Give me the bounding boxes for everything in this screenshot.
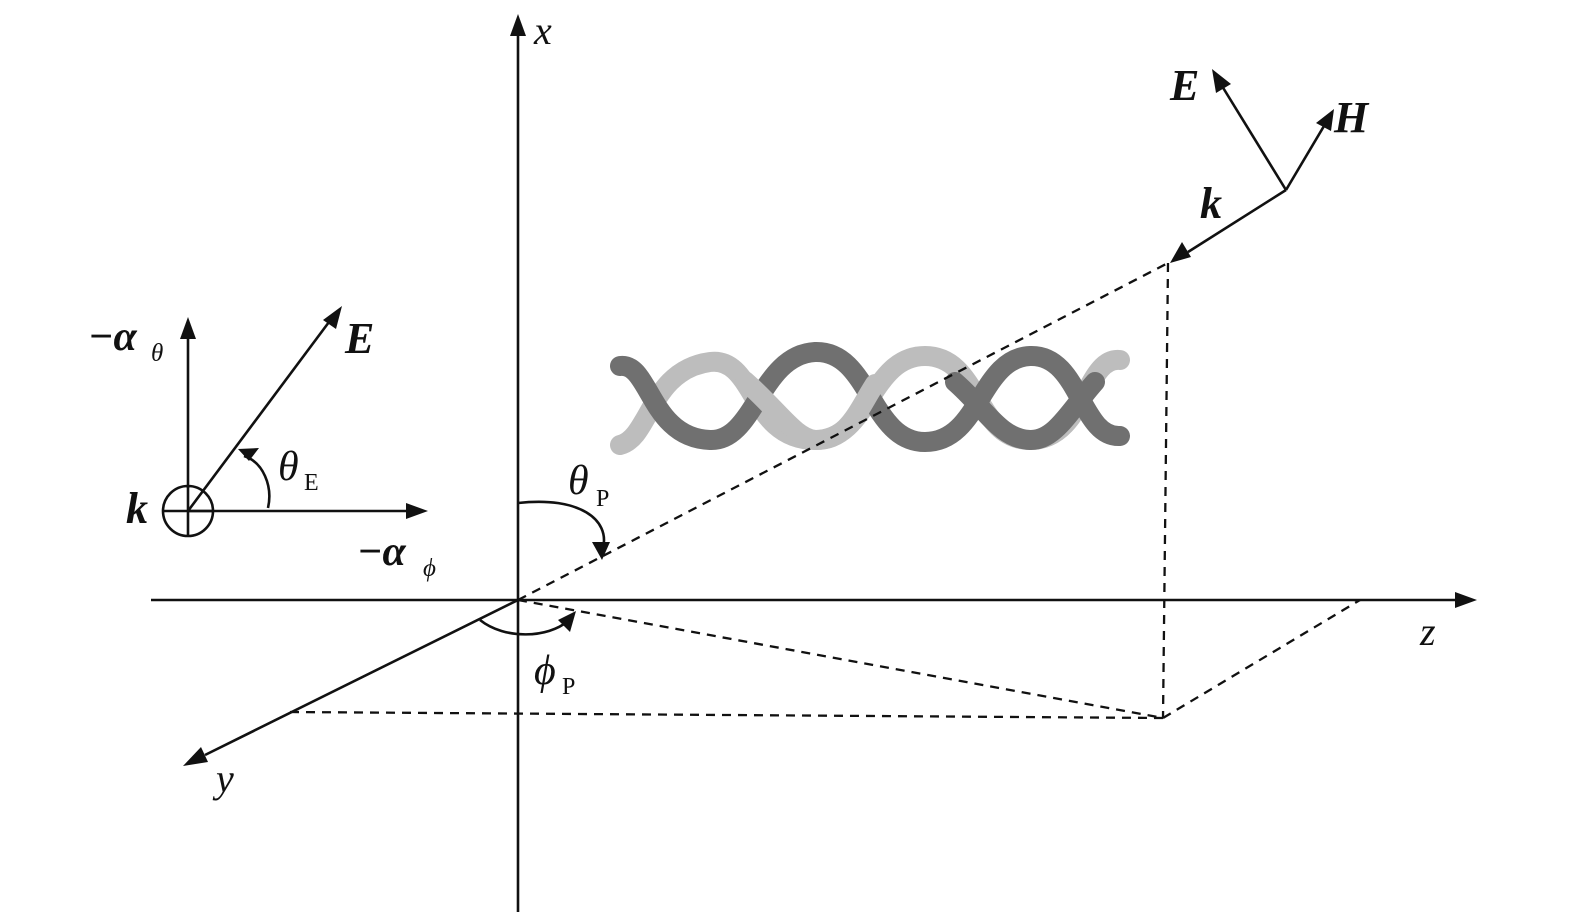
- alpha-phi-arrowhead: [406, 503, 428, 519]
- theta-e-arc: [243, 454, 271, 509]
- z-projection-dashed-line: [1162, 599, 1361, 719]
- angle-markers: θ P ϕ P: [479, 458, 610, 700]
- polarization-inset: E k −α θ −α ϕ θ E: [88, 306, 436, 582]
- projection-construction: [289, 261, 1361, 720]
- light-wire-front-segment: [735, 371, 885, 450]
- incident-e-vector: [1220, 85, 1288, 191]
- theta-e-subscript: E: [304, 470, 319, 496]
- y-axis-arrowhead: [183, 747, 208, 766]
- theta-e-symbol: θ: [278, 444, 299, 490]
- theta-p-arrowhead: [592, 542, 610, 560]
- inset-k-label: k: [126, 484, 148, 533]
- incident-k-label: k: [1200, 179, 1222, 228]
- incident-h-label: H: [1333, 93, 1370, 142]
- phi-p-symbol: ϕ: [534, 648, 556, 694]
- inset-e-label: E: [344, 314, 374, 363]
- incident-e-arrowhead: [1212, 69, 1231, 93]
- inset-e-vector: [186, 321, 331, 512]
- z-axis-arrowhead: [1455, 592, 1477, 608]
- incident-h-arrowhead: [1316, 109, 1334, 131]
- incident-e-label: E: [1169, 61, 1199, 110]
- coordinate-axes: x y z: [151, 8, 1477, 912]
- alpha-theta-label: −α: [88, 314, 137, 360]
- z-axis-label: z: [1419, 609, 1436, 654]
- y-projection-dashed-line: [289, 710, 1164, 720]
- theta-p-subscript: P: [596, 486, 609, 512]
- vertical-projection-dashed-line: [1161, 262, 1170, 719]
- alpha-phi-subscript: ϕ: [423, 555, 436, 582]
- alpha-phi-label: −α: [357, 529, 406, 575]
- alpha-theta-arrowhead: [180, 317, 196, 339]
- phi-p-arrowhead: [558, 611, 576, 632]
- incident-k-vector: [1187, 188, 1287, 254]
- x-axis-label: x: [533, 8, 552, 53]
- y-axis: [204, 598, 519, 757]
- theta-p-symbol: θ: [568, 458, 589, 504]
- theta-e-arrowhead: [238, 448, 259, 461]
- inset-e-arrowhead: [323, 306, 342, 329]
- phi-p-subscript: P: [562, 674, 575, 700]
- origin-to-base-point-dashed-line: [517, 598, 1164, 720]
- twisted-wire-pair: [610, 342, 1130, 455]
- dark-wire-front-segment: [945, 372, 1105, 450]
- incident-k-arrowhead: [1170, 242, 1191, 263]
- x-axis-arrowhead: [510, 14, 526, 36]
- incident-h-vector: [1284, 125, 1326, 191]
- incident-field-vectors: E H k: [1169, 61, 1370, 263]
- phi-p-arc: [479, 618, 569, 636]
- y-axis-label: y: [212, 756, 234, 801]
- theta-p-arc: [517, 500, 606, 549]
- alpha-theta-subscript: θ: [151, 340, 163, 367]
- propagation-direction-dashed-line: [517, 261, 1169, 602]
